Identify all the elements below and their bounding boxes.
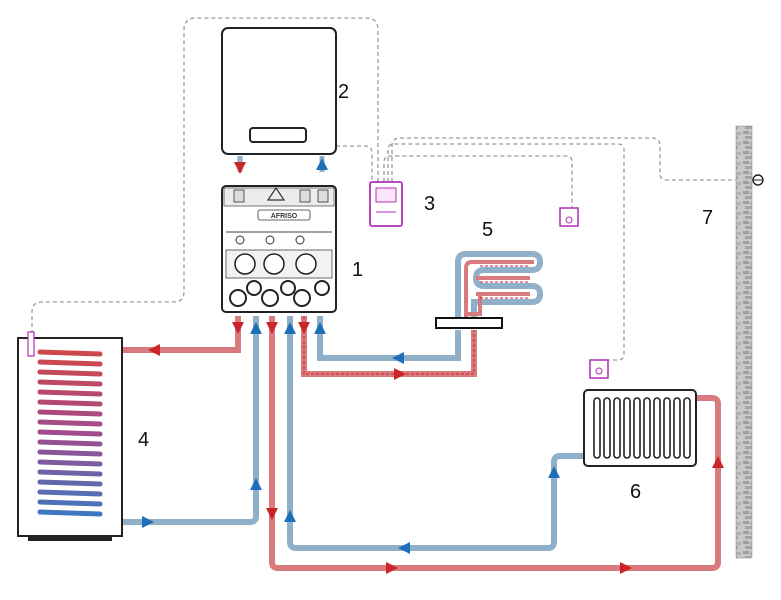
valve-icon — [314, 280, 330, 296]
warning-icon — [266, 186, 286, 201]
label-outdoor-sensor: 7 — [702, 207, 713, 229]
supply-arrow — [620, 562, 632, 574]
floor-heating-pipes — [301, 316, 477, 377]
heating-coil — [37, 349, 103, 517]
supply-arrow — [266, 508, 278, 520]
supply-arrow — [266, 322, 278, 334]
valve-icon — [293, 289, 311, 307]
room-thermostat — [589, 359, 609, 379]
return-arrow — [316, 158, 328, 170]
controller — [369, 181, 403, 227]
return-arrow — [284, 510, 296, 522]
label-controller: 3 — [424, 193, 435, 215]
pump-icon — [234, 253, 256, 275]
supply-arrow — [298, 322, 310, 334]
tank-pipes — [100, 316, 259, 525]
label-radiator: 6 — [630, 481, 641, 503]
valve-icon — [229, 289, 247, 307]
return-arrow — [548, 466, 560, 478]
return-arrow — [250, 478, 262, 490]
signal-cables — [31, 17, 752, 361]
supply-arrow — [394, 368, 406, 380]
tank-sensor — [27, 331, 35, 357]
underfloor-loop — [435, 251, 544, 329]
boiler — [221, 27, 337, 172]
room-thermostat — [559, 207, 579, 227]
return-arrow — [392, 352, 404, 364]
radiator-pipes — [269, 316, 721, 571]
valve-icon — [261, 289, 279, 307]
return-arrow — [398, 542, 410, 554]
supply-arrow — [148, 344, 160, 356]
manifold-bar — [435, 317, 503, 329]
supply-arrow — [712, 456, 724, 468]
return-arrow — [142, 516, 154, 528]
return-arrow — [250, 322, 262, 334]
valve-icon — [280, 280, 296, 296]
flow-arrows — [142, 158, 724, 574]
supply-arrow — [232, 322, 244, 334]
supply-arrow — [234, 162, 246, 174]
label-floor-heating: 5 — [482, 219, 493, 241]
valve-icon — [246, 280, 262, 296]
return-arrow — [284, 322, 296, 334]
supply-arrow — [386, 562, 398, 574]
outdoor-wall — [735, 125, 764, 559]
boiler-display — [249, 127, 307, 143]
label-boiler: 2 — [338, 81, 349, 103]
hub-brand: AFRISO — [271, 213, 298, 220]
hydraulic-hub: AFRISO — [221, 185, 337, 313]
radiator — [583, 389, 697, 467]
pump-icon — [263, 253, 285, 275]
label-hub: 1 — [352, 259, 363, 281]
label-storage-tank: 4 — [138, 429, 149, 451]
return-arrow — [314, 322, 326, 334]
pump-icon — [295, 253, 317, 275]
storage-tank — [17, 331, 123, 541]
